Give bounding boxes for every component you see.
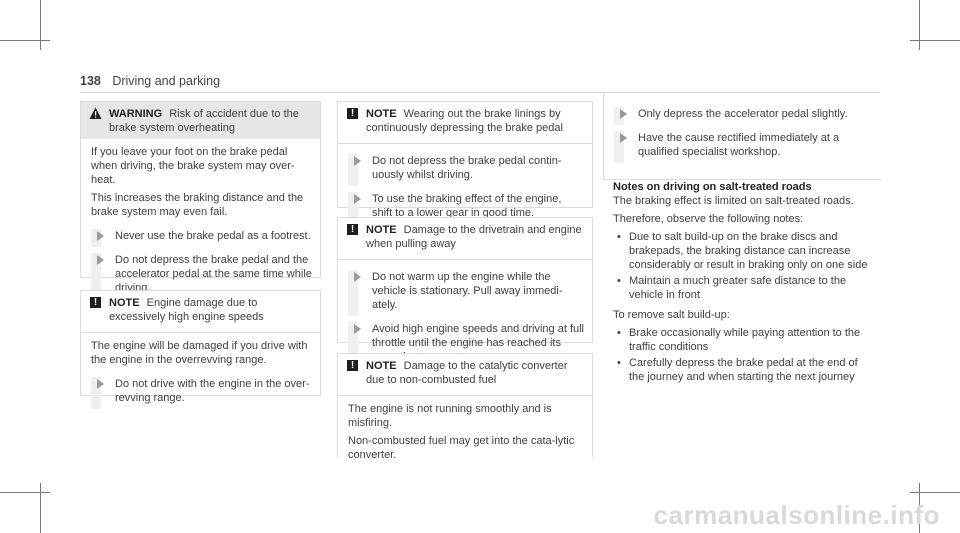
note-box: ! NOTE Damage to the catalytic converter… [337, 353, 593, 461]
crop-mark [910, 492, 960, 493]
list-item: Carefully depress the brake pedal at the… [613, 356, 875, 384]
note-body: Do not warm up the engine while the vehi… [338, 255, 592, 368]
note-body: The engine will be damaged if you drive … [81, 328, 320, 409]
watermark: carmanualsonline.info [653, 500, 940, 530]
instruction-step: Never use the brake pedal as a footrest. [91, 229, 312, 247]
note-title: NOTE [366, 224, 397, 236]
warning-title: WARNING [109, 108, 163, 120]
salt-observe: Therefore, observe the following notes: [613, 213, 804, 225]
continuation-box: Only depress the accelerator pedal sligh… [603, 93, 881, 180]
page-number: 138 [80, 74, 101, 88]
arrow-right-icon [620, 133, 627, 143]
instruction-step: Do not depress the brake pedal and the a… [91, 253, 312, 299]
note-header: ! NOTE Damage to the drivetrain and engi… [338, 218, 592, 255]
salt-intro: The braking effect is limited on salt-tr… [613, 195, 854, 207]
warning-subtitle: Risk of accident due to the brake system… [109, 108, 299, 134]
step-text: Only depress the accelerator pedal sligh… [638, 108, 848, 120]
list-item: Maintain a much greater safe distance to… [613, 274, 875, 302]
step-text: Do not warm up the engine while the vehi… [372, 271, 563, 311]
page-header: 138 Driving and parking [80, 74, 880, 90]
note-subtitle: Damage to the drivetrain and engine when… [366, 224, 582, 250]
step-text: Never use the brake pedal as a footrest. [115, 230, 311, 242]
arrow-right-icon [354, 272, 361, 282]
section-title: Driving and parking [112, 74, 221, 88]
note-header: ! NOTE Engine damage due to excessively … [81, 291, 320, 328]
warning-paragraph: If you leave your foot on the brake peda… [91, 146, 295, 186]
crop-mark [919, 0, 920, 50]
note-box: ! NOTE Engine damage due to excessively … [80, 290, 321, 409]
arrow-right-icon [97, 379, 104, 389]
note-box: ! NOTE Damage to the drivetrain and engi… [337, 217, 593, 368]
header-divider [80, 92, 880, 93]
arrow-right-icon [97, 255, 104, 265]
warning-header: WARNING Risk of accident due to the brak… [81, 102, 320, 139]
exclamation-icon: ! [347, 224, 358, 235]
exclamation-icon: ! [90, 297, 101, 308]
note-title: NOTE [366, 108, 397, 120]
instruction-step: Have the cause rectified immediately at … [614, 131, 873, 163]
warning-triangle-icon [89, 107, 102, 119]
arrow-right-icon [354, 156, 361, 166]
arrow-right-icon [97, 231, 104, 241]
warning-body: If you leave your foot on the brake peda… [81, 139, 320, 299]
note-header: ! NOTE Damage to the catalytic converter… [338, 354, 592, 391]
bullet-list: Brake occasionally while paying attentio… [613, 326, 875, 384]
crop-mark [40, 0, 41, 50]
arrow-right-icon [354, 324, 361, 334]
crop-mark [0, 492, 50, 493]
list-item: Brake occasionally while paying attentio… [613, 326, 875, 354]
warning-box: WARNING Risk of accident due to the brak… [80, 101, 321, 299]
note-paragraph: The engine will be damaged if you drive … [91, 340, 308, 366]
crop-mark [919, 483, 920, 533]
crop-mark [40, 483, 41, 533]
crop-mark [910, 40, 960, 41]
salt-remove: To remove salt build-up: [613, 309, 730, 321]
step-text: Do not depress the brake pedal contin-uo… [372, 155, 562, 181]
instruction-step: Only depress the accelerator pedal sligh… [614, 107, 873, 125]
instruction-step: To use the braking effect of the engine,… [348, 192, 584, 224]
note-subtitle: Wearing out the brake linings by continu… [366, 108, 563, 134]
instruction-step: Do not drive with the engine in the over… [91, 377, 312, 409]
note-body: Do not depress the brake pedal contin-uo… [338, 139, 592, 224]
note-subtitle: Damage to the catalytic converter due to… [366, 360, 568, 386]
note-box: ! NOTE Wearing out the brake linings by … [337, 101, 593, 224]
arrow-right-icon [620, 109, 627, 119]
instruction-step: Do not depress the brake pedal contin-uo… [348, 154, 584, 186]
note-paragraph: Non-combusted fuel may get into the cata… [348, 435, 575, 461]
step-text: To use the braking effect of the engine,… [372, 193, 562, 219]
exclamation-icon: ! [347, 360, 358, 371]
warning-paragraph: This increases the braking distance and … [91, 192, 304, 218]
exclamation-icon: ! [347, 108, 358, 119]
note-title: NOTE [366, 360, 397, 372]
crop-mark [0, 40, 50, 41]
note-subtitle: Engine damage due to excessively high en… [109, 297, 264, 323]
step-text: Do not depress the brake pedal and the a… [115, 254, 312, 294]
note-paragraph: The engine is not running smoothly and i… [348, 403, 552, 429]
note-body: The engine is not running smoothly and i… [338, 391, 592, 462]
list-item: Due to salt build-up on the brake discs … [613, 230, 875, 272]
section-heading: Notes on driving on salt-treated roads [613, 181, 812, 193]
instruction-step: Do not warm up the engine while the vehi… [348, 270, 584, 316]
note-title: NOTE [109, 297, 140, 309]
note-header: ! NOTE Wearing out the brake linings by … [338, 102, 592, 139]
step-text: Have the cause rectified immediately at … [638, 132, 840, 158]
salt-section: Notes on driving on salt-treated roads T… [613, 180, 875, 390]
step-text: Do not drive with the engine in the over… [115, 378, 310, 404]
bullet-list: Due to salt build-up on the brake discs … [613, 230, 875, 302]
arrow-right-icon [354, 194, 361, 204]
